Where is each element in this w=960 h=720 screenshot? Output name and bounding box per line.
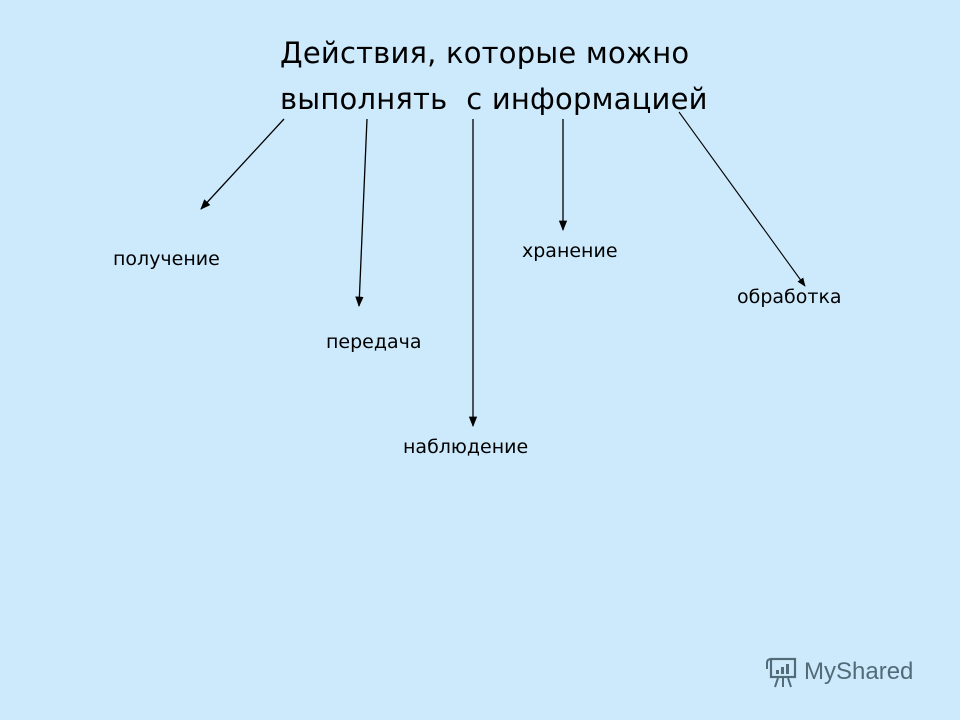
title-line-1: Действия, которые можно [280, 36, 690, 70]
node-process: обработка [737, 286, 842, 308]
arrow-to-process [678, 111, 806, 287]
presentation-board-icon [766, 657, 797, 688]
node-receive: получение [113, 248, 220, 270]
title-line-2: выполнять с информацией [280, 82, 708, 116]
arrow-to-receive [200, 118, 285, 210]
watermark: MyShared [766, 655, 913, 689]
diagram-title: Действия, которые можно выполнять с инфо… [280, 30, 708, 122]
node-store: хранение [522, 240, 618, 262]
arrow-to-transfer [355, 118, 368, 308]
node-transfer: передача [326, 331, 422, 353]
watermark-text: MyShared [804, 658, 914, 685]
node-observe: наблюдение [403, 436, 529, 458]
